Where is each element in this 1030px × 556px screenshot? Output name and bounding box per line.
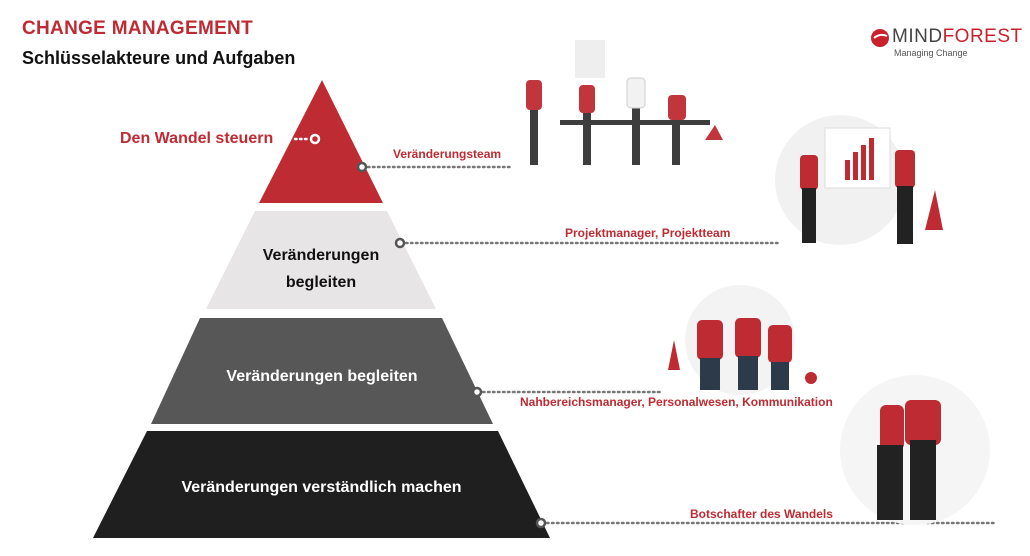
slide-subtitle: Schlüsselakteure und Aufgaben: [22, 48, 296, 68]
role-label-3: Nahbereichsmanager, Personalwesen, Kommu…: [520, 395, 833, 409]
level-3-label: Veränderungen begleiten: [226, 368, 418, 385]
illustration-project-manager: [775, 115, 943, 245]
logo-mark-icon: [871, 29, 889, 47]
pyramid-level-4: [93, 431, 550, 538]
illustration-managers-team: [668, 285, 817, 395]
level-1-label: Den Wandel steuern: [120, 130, 274, 147]
pyramid-level-2: [206, 211, 436, 309]
connector-dot-4: [535, 517, 547, 529]
slide-title: CHANGE MANAGEMENT: [22, 18, 253, 39]
illustration-ambassadors: [840, 375, 990, 525]
level-4-label: Veränderungen verständlich machen: [181, 479, 462, 496]
pyramid-level-3: [151, 318, 493, 424]
level-2-label-line-2: begleiten: [285, 274, 357, 291]
level-2-label-line-1: Veränderungen: [262, 247, 380, 264]
logo-tagline: Managing Change: [894, 48, 968, 58]
logo-text-mind: MIND: [892, 26, 943, 47]
logo-text-forest: FOREST: [942, 26, 1023, 47]
connector-dot-3: [471, 386, 483, 398]
connector-dot-1: [356, 161, 368, 173]
connector-dot-top-left: [309, 133, 321, 145]
pyramid-level-1: [259, 80, 383, 203]
illustration-team-meeting: [526, 40, 723, 165]
role-label-4: Botschafter des Wandels: [690, 507, 833, 521]
connector-dot-2: [394, 237, 406, 249]
role-label-1: Veränderungsteam: [393, 147, 502, 161]
level-2-label: Veränderungen begleiten: [206, 242, 436, 296]
role-label-2: Projektmanager, Projektteam: [565, 226, 731, 240]
